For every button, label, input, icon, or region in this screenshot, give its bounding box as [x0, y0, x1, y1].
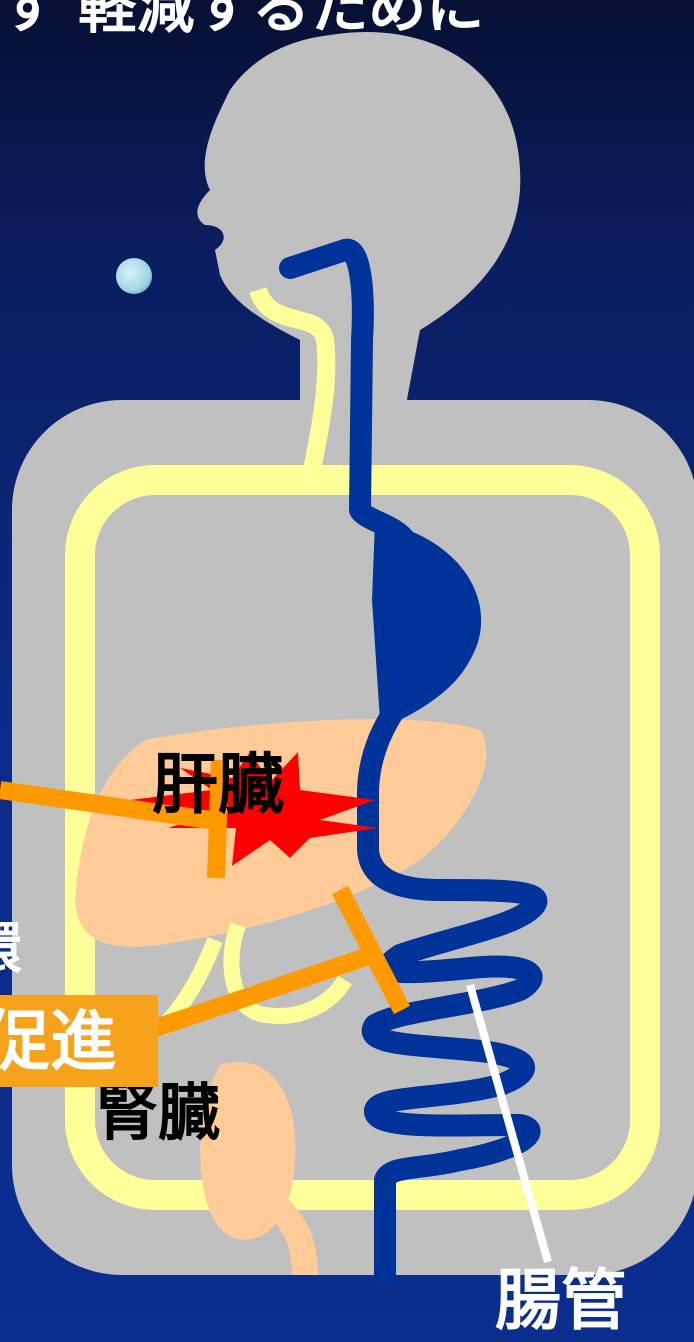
slide-title: す 軽減するために: [0, 0, 694, 36]
promote-callout: 促進: [0, 995, 158, 1087]
pill-icon: [116, 258, 152, 294]
kidney-label: 腎臓: [96, 1082, 220, 1144]
promote-label: 促進: [0, 1009, 116, 1075]
intestine-label: 腸管: [495, 1268, 627, 1334]
cropped-edge-label: 環: [0, 922, 22, 978]
liver-label: 肝臓: [152, 752, 284, 818]
